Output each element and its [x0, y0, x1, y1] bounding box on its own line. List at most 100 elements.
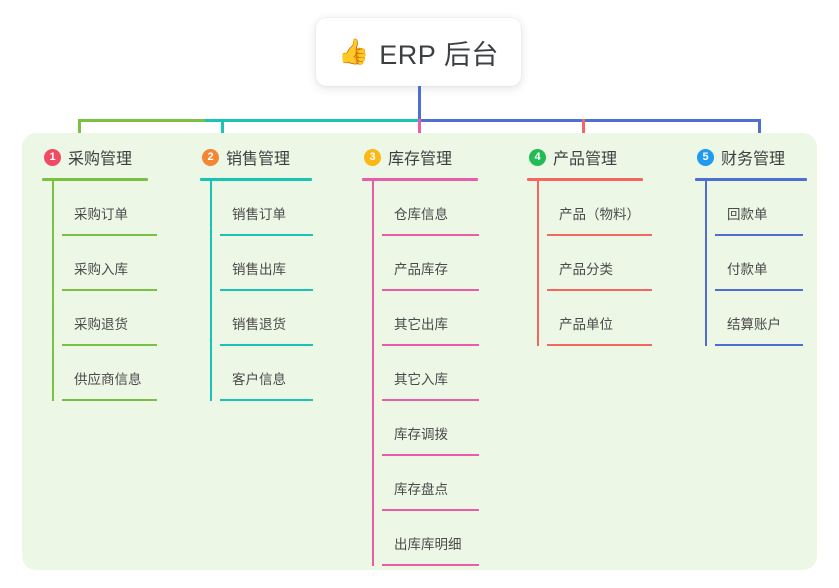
list-item-label: 销售退货: [232, 317, 286, 332]
column-underline: [42, 178, 148, 181]
list-item-label: 其它入库: [394, 372, 448, 387]
column-header-2[interactable]: 2 销售管理: [200, 145, 312, 169]
diagram-panel: [22, 133, 817, 570]
list-item-underline: [382, 454, 479, 456]
column-underline: [362, 178, 478, 181]
column-title: 产品管理: [553, 151, 618, 168]
column-spine: [210, 181, 212, 401]
list-item-label: 结算账户: [727, 317, 781, 332]
list-item-label: 供应商信息: [74, 372, 142, 387]
list-item[interactable]: 客户信息: [220, 346, 313, 401]
list-item[interactable]: 产品分类: [547, 236, 652, 291]
column-spine: [52, 181, 54, 401]
list-item[interactable]: 销售出库: [220, 236, 313, 291]
list-item-label: 产品单位: [559, 317, 613, 332]
column-items: 采购订单采购入库采购退货供应商信息: [42, 181, 157, 401]
list-item[interactable]: 销售退货: [220, 291, 313, 346]
column-5: 5 财务管理回款单付款单结算账户: [695, 145, 807, 346]
list-item[interactable]: 库存调拨: [382, 401, 479, 456]
list-item-underline: [547, 234, 652, 236]
column-items: 产品（物料） 产品分类产品单位: [527, 181, 652, 346]
column-header-5[interactable]: 5 财务管理: [695, 145, 807, 169]
list-item-underline: [547, 289, 652, 291]
list-item[interactable]: 仓库信息: [382, 181, 479, 236]
column-items: 回款单付款单结算账户: [695, 181, 807, 346]
list-item-underline: [715, 234, 803, 236]
list-item-underline: [715, 344, 803, 346]
list-item-label: 采购订单: [74, 207, 128, 222]
list-item[interactable]: 采购退货: [62, 291, 157, 346]
list-item-label: 产品库存: [394, 262, 448, 277]
list-item-label: 回款单: [727, 207, 768, 222]
column-spine: [537, 181, 539, 346]
column-title: 销售管理: [226, 151, 291, 168]
list-item-label: 库存调拨: [394, 427, 448, 442]
list-item-underline: [62, 289, 157, 291]
list-item-underline: [220, 234, 313, 236]
list-item[interactable]: 库存盘点: [382, 456, 479, 511]
column-title: 财务管理: [721, 151, 786, 168]
list-item-underline: [382, 289, 479, 291]
column-spine: [372, 181, 374, 566]
column-1: 1 采购管理采购订单采购入库采购退货供应商信息: [42, 145, 157, 401]
list-item-label: 库存盘点: [394, 482, 448, 497]
list-item[interactable]: 回款单: [715, 181, 807, 236]
list-item[interactable]: 出库库明细: [382, 511, 479, 566]
list-item[interactable]: 结算账户: [715, 291, 807, 346]
list-item[interactable]: 采购入库: [62, 236, 157, 291]
list-item-underline: [547, 344, 652, 346]
list-item-label: 付款单: [727, 262, 768, 277]
list-item-label: 其它出库: [394, 317, 448, 332]
list-item[interactable]: 供应商信息: [62, 346, 157, 401]
list-item-underline: [382, 399, 479, 401]
list-item[interactable]: 销售订单: [220, 181, 313, 236]
column-spine: [705, 181, 707, 346]
column-title: 采购管理: [68, 151, 133, 168]
column-badge-icon: 1: [44, 148, 61, 166]
column-header-4[interactable]: 4 产品管理: [527, 145, 643, 169]
list-item[interactable]: 采购订单: [62, 181, 157, 236]
list-item[interactable]: 付款单: [715, 236, 807, 291]
list-item-underline: [220, 344, 313, 346]
list-item[interactable]: 产品（物料）: [547, 181, 652, 236]
column-2: 2 销售管理销售订单销售出库销售退货客户信息: [200, 145, 313, 401]
column-badge-icon: 2: [202, 148, 219, 166]
list-item-label: 客户信息: [232, 372, 286, 387]
list-item[interactable]: 产品库存: [382, 236, 479, 291]
list-item-label: 销售出库: [232, 262, 286, 277]
column-4: 4 产品管理产品（物料） 产品分类产品单位: [527, 145, 652, 346]
list-item-underline: [62, 399, 157, 401]
list-item[interactable]: 其它入库: [382, 346, 479, 401]
list-item-label: 采购入库: [74, 262, 128, 277]
list-item-underline: [382, 564, 479, 566]
column-underline: [695, 178, 807, 181]
list-item[interactable]: 其它出库: [382, 291, 479, 346]
list-item-underline: [220, 399, 313, 401]
list-item-label: 产品（物料）: [559, 207, 640, 222]
list-item-underline: [382, 234, 479, 236]
thumbs-up-icon: 👍: [338, 37, 370, 66]
column-header-1[interactable]: 1 采购管理: [42, 145, 148, 169]
list-item-underline: [220, 289, 313, 291]
root-title-card[interactable]: 👍 ERP 后台: [316, 18, 521, 86]
list-item-label: 采购退货: [74, 317, 128, 332]
column-title: 库存管理: [388, 151, 453, 168]
column-badge-icon: 3: [364, 148, 381, 166]
list-item[interactable]: 产品单位: [547, 291, 652, 346]
list-item-label: 销售订单: [232, 207, 286, 222]
column-3: 3 库存管理仓库信息产品库存其它出库其它入库库存调拨库存盘点出库库明细: [362, 145, 479, 566]
column-header-3[interactable]: 3 库存管理: [362, 145, 478, 169]
column-underline: [200, 178, 312, 181]
column-badge-icon: 5: [697, 148, 714, 166]
column-items: 销售订单销售出库销售退货客户信息: [200, 181, 313, 401]
list-item-underline: [715, 289, 803, 291]
column-badge-icon: 4: [529, 148, 546, 166]
list-item-label: 出库库明细: [394, 537, 462, 552]
list-item-underline: [62, 344, 157, 346]
list-item-underline: [382, 344, 479, 346]
list-item-label: 仓库信息: [394, 207, 448, 222]
list-item-underline: [382, 509, 479, 511]
list-item-underline: [62, 234, 157, 236]
list-item-label: 产品分类: [559, 262, 613, 277]
